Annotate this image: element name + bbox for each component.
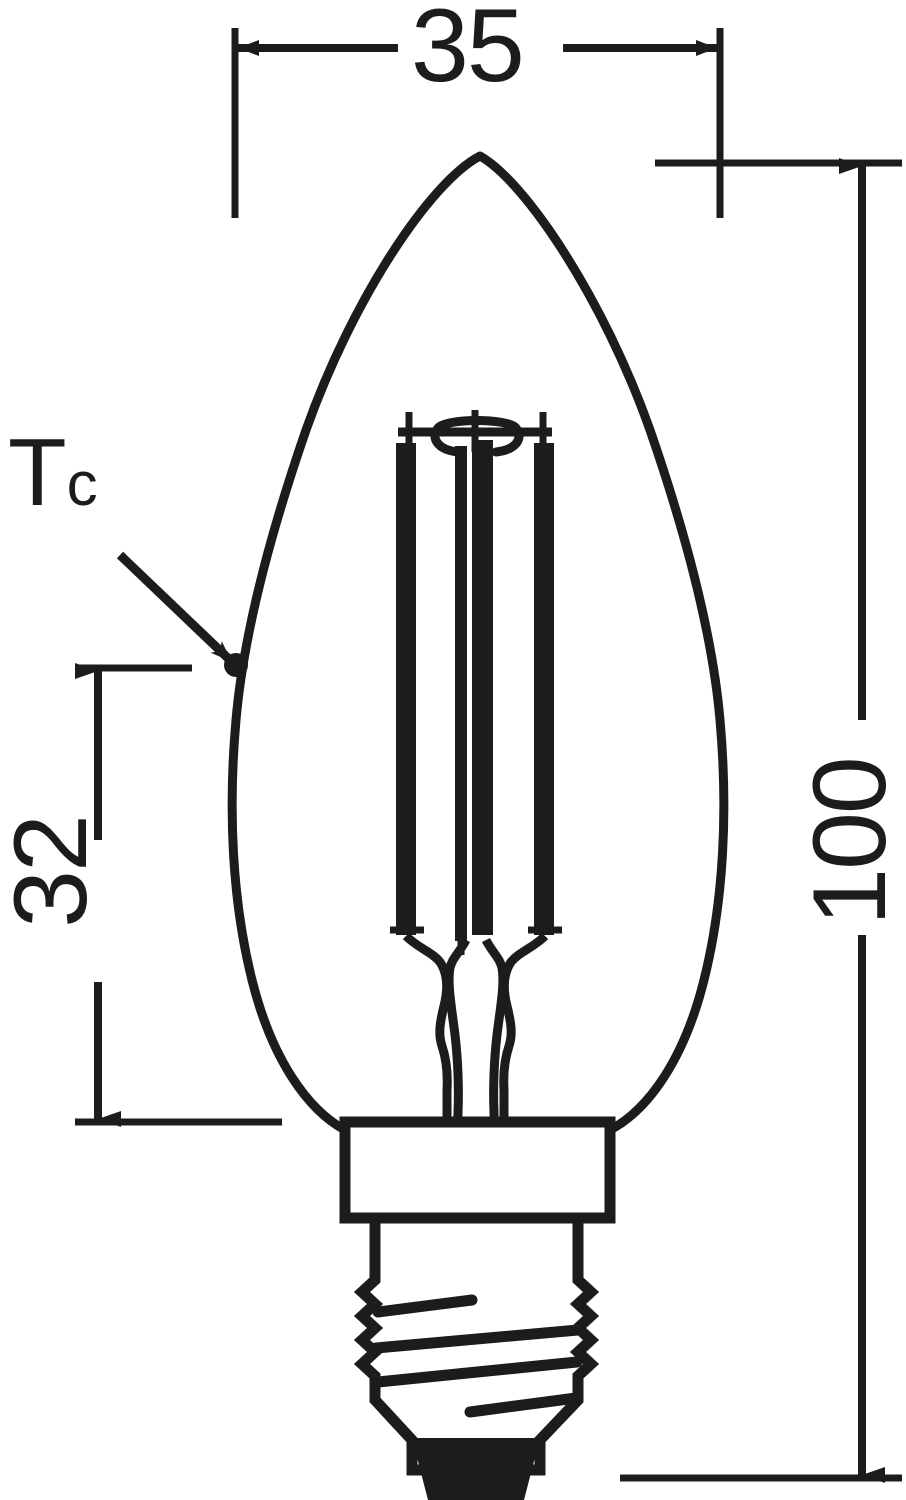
dimension-label-tc-height: 32: [0, 816, 109, 928]
dimension-label-total-length: 100: [791, 758, 906, 926]
support-wire-right-inner: [481, 937, 508, 1141]
dimension-total-length-100: [620, 158, 902, 1483]
tc-label-subscript: c: [66, 450, 98, 519]
tc-label-main: T: [8, 419, 67, 526]
screw-thread-line-4: [464, 1392, 582, 1418]
dimension-tc-height-32: [75, 663, 282, 1127]
filament-support-loop: [430, 416, 524, 457]
collar-rectangle: [339, 1116, 616, 1224]
dimension-width-35: [231, 28, 724, 218]
dimension-label-width: 35: [411, 0, 525, 104]
tc-annotation-label: Tc: [8, 425, 98, 521]
filament-assembly: [390, 410, 562, 955]
tc-leader-line: [116, 551, 236, 666]
filament-strip-4: [534, 443, 554, 935]
base-collar-ring: [339, 1116, 616, 1224]
stem-support-wires: [402, 932, 549, 1141]
screw-thread-line-3: [372, 1356, 583, 1388]
support-wire-left-inner: [444, 937, 471, 1141]
filament-strip-3: [472, 440, 493, 935]
filament-strip-2: [455, 446, 467, 941]
support-wire-right-outer: [499, 932, 549, 1140]
support-wire-left-outer: [402, 932, 452, 1140]
e14-screw-base: [353, 1212, 600, 1500]
screw-thread-line-1: [372, 1294, 478, 1318]
filament-strip-1: [396, 443, 416, 935]
base-contact-tip: [412, 1438, 540, 1500]
tc-leader-arrow: [116, 551, 248, 677]
screw-thread-line-2: [370, 1324, 584, 1354]
